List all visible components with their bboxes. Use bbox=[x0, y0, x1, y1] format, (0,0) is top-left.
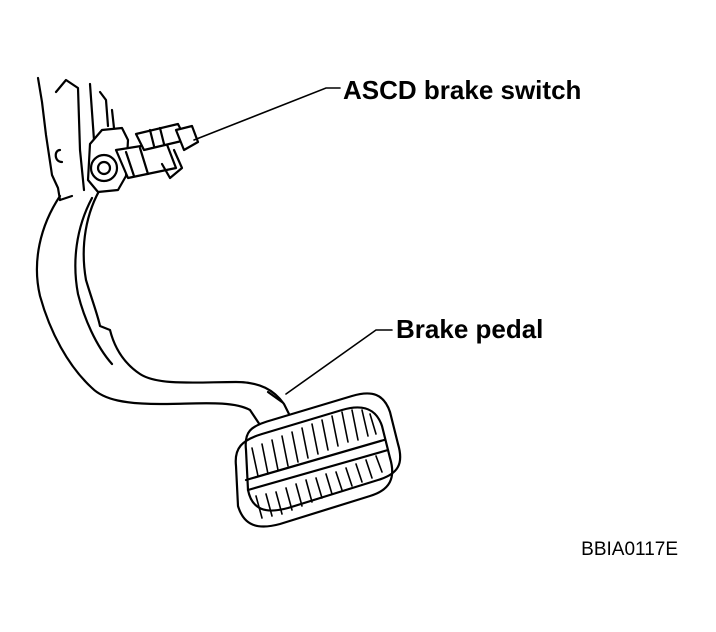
figure-code: BBIA0117E bbox=[581, 539, 678, 560]
switch-leader-line bbox=[193, 87, 341, 141]
ascd-brake-switch-label: ASCD brake switch bbox=[343, 75, 582, 105]
pedal-pad-ridges bbox=[251, 409, 383, 519]
pedal-leader-line bbox=[285, 329, 393, 395]
brake-pedal-label: Brake pedal bbox=[396, 314, 544, 344]
pedal-arm bbox=[35, 184, 292, 430]
brake-pedal-pad bbox=[234, 392, 402, 528]
ascd-brake-switch bbox=[86, 122, 200, 194]
leader-lines bbox=[193, 87, 393, 395]
